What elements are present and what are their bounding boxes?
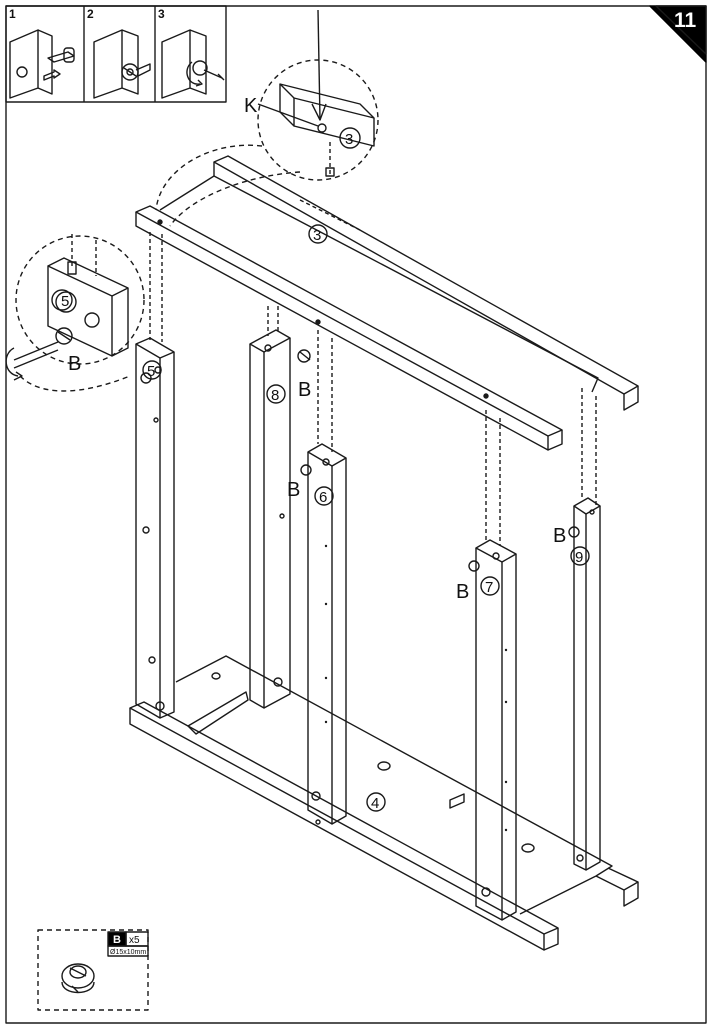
label-part-5-detail: 5	[61, 293, 69, 310]
label-part-8: 8	[271, 387, 279, 404]
hardware-spec: Ø15x10mm	[110, 949, 146, 956]
screwdriver-icon	[13, 341, 59, 369]
screwdriver-icon	[203, 69, 225, 81]
part-6-panel	[300, 443, 347, 825]
substep-2-panel	[93, 29, 151, 99]
label-b-part-6: B	[287, 479, 300, 501]
label-part-7: 7	[485, 579, 493, 596]
label-part-3: 3	[313, 227, 321, 244]
label-part-3-detail: 3	[345, 131, 353, 148]
part-7-panel	[468, 539, 517, 921]
cam-lock-icon	[121, 63, 139, 81]
substeps-strip	[5, 5, 227, 103]
label-part-9: 9	[575, 549, 583, 566]
label-part-5: 5	[147, 363, 155, 380]
part-3-top-assembly	[135, 155, 639, 451]
substep-1-panel	[9, 29, 75, 99]
label-part-4: 4	[371, 795, 379, 812]
page-frame	[5, 5, 707, 1024]
label-part-6: 6	[319, 489, 327, 506]
cam-lock-icon	[55, 327, 73, 345]
substep-3-number: 3	[158, 7, 165, 21]
hardware-badge-letter: B	[113, 934, 121, 946]
substep-2-number: 2	[87, 7, 94, 21]
part-8-panel	[249, 329, 311, 709]
hardware-quantity: x5	[129, 935, 140, 946]
cam-lock-icon	[297, 349, 311, 363]
label-b-part-8: B	[298, 379, 311, 401]
label-b-detail: B	[68, 353, 81, 375]
part-4-base	[129, 655, 639, 951]
part-5-panel	[135, 337, 175, 719]
page-number-badge	[649, 5, 707, 63]
page-number: 11	[674, 9, 697, 32]
part-9-panel	[568, 497, 601, 871]
rotate-arrow-icon	[186, 61, 203, 87]
hardware-legend	[37, 929, 149, 1011]
label-b-part-7: B	[456, 581, 469, 603]
label-b-part-9: B	[553, 525, 566, 547]
insertion-arrow-icon	[43, 69, 61, 81]
substep-1-number: 1	[9, 7, 16, 21]
detail-circle-top	[257, 9, 379, 181]
rotate-arrow-icon	[5, 347, 23, 381]
hole-k	[317, 123, 327, 133]
cam-lock-icon	[61, 963, 95, 994]
label-k: K	[244, 95, 258, 117]
detail-circle-left	[5, 234, 145, 381]
substep-3-panel	[161, 29, 225, 99]
dowel-guides	[149, 232, 597, 546]
